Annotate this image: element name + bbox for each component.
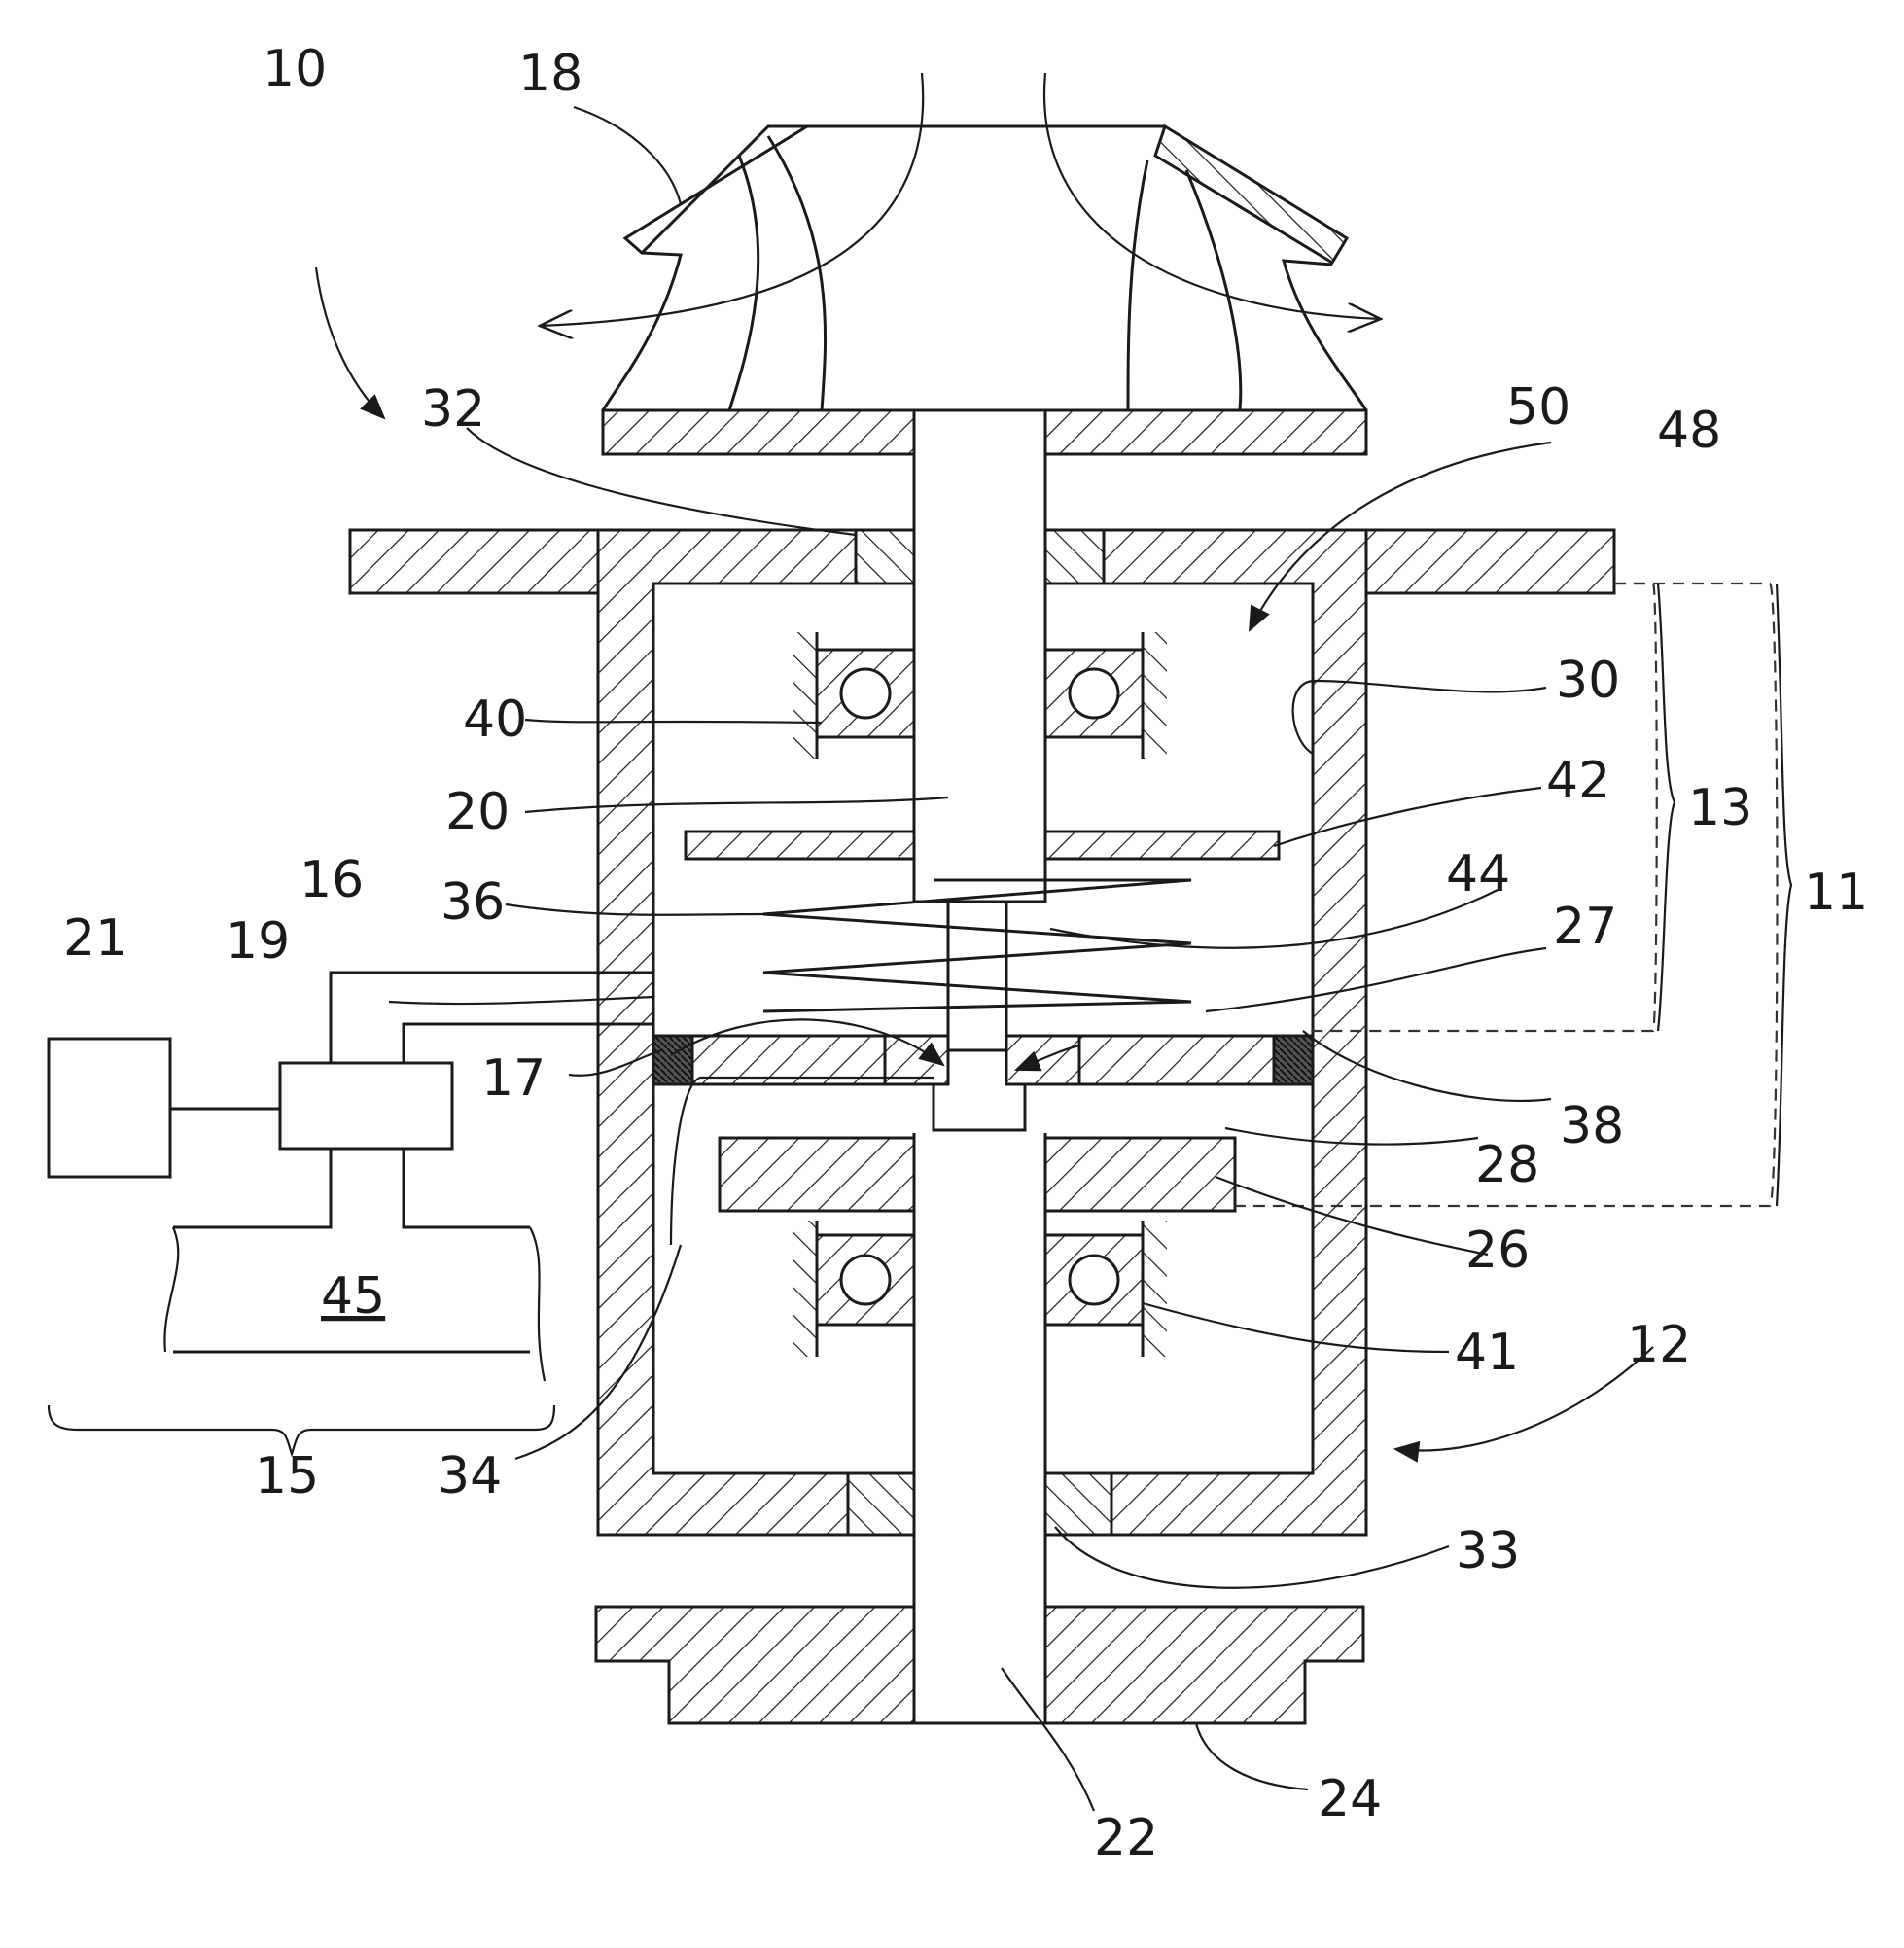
label-28: 28	[1475, 1136, 1539, 1194]
label-24: 24	[1318, 1770, 1382, 1828]
label-21: 21	[63, 909, 127, 968]
label-22: 22	[1094, 1809, 1158, 1867]
fan-rotor	[540, 73, 1381, 454]
label-11: 11	[1804, 864, 1868, 922]
label-40: 40	[463, 691, 527, 749]
label-27: 27	[1553, 898, 1617, 956]
label-16: 16	[300, 851, 364, 909]
label-15: 15	[255, 1447, 319, 1505]
label-32: 32	[421, 380, 485, 439]
label-10: 10	[263, 40, 327, 98]
label-44: 44	[1446, 845, 1510, 903]
label-30: 30	[1556, 652, 1620, 710]
label-18: 18	[518, 45, 582, 103]
label-34: 34	[438, 1447, 502, 1505]
label-33: 33	[1456, 1522, 1520, 1580]
label-19: 19	[226, 912, 290, 971]
label-48: 48	[1657, 402, 1721, 460]
label-42: 42	[1546, 752, 1610, 810]
label-26: 26	[1465, 1222, 1530, 1280]
label-38: 38	[1560, 1097, 1624, 1155]
control-unit	[49, 973, 653, 1454]
label-36: 36	[441, 873, 505, 932]
label-50: 50	[1506, 378, 1570, 437]
label-45: 45	[321, 1267, 385, 1326]
label-41: 41	[1455, 1324, 1519, 1382]
label-12: 12	[1627, 1316, 1691, 1374]
label-20: 20	[445, 783, 510, 841]
label-13: 13	[1688, 779, 1752, 837]
label-17: 17	[481, 1049, 546, 1108]
